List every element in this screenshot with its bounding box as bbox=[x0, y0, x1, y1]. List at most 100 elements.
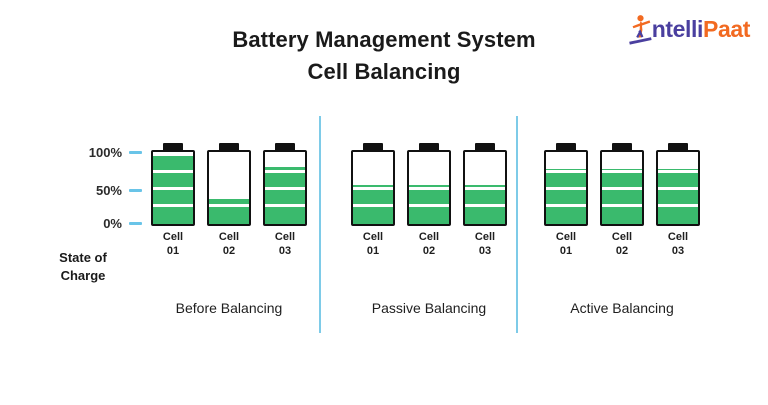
intellipaat-logo[interactable]: ntelliPaat bbox=[627, 12, 750, 46]
battery-cell[interactable]: Cell 02 bbox=[201, 143, 257, 259]
axis-label-50: 50% bbox=[95, 182, 122, 198]
cell-number: 01 bbox=[166, 244, 180, 257]
axis-tick-row-100: 100% bbox=[88, 144, 142, 160]
battery-row: Cell 01 Cell 02 Cell 03 bbox=[345, 143, 513, 259]
battery-segment-separator bbox=[602, 170, 642, 173]
axis-label-100: 100% bbox=[88, 144, 122, 160]
battery-cap-icon bbox=[612, 143, 632, 150]
axis-label-0: 0% bbox=[103, 215, 122, 231]
logo-text: ntelliPaat bbox=[651, 15, 751, 42]
page-title: Battery Management System Cell Balancing bbox=[0, 24, 768, 88]
battery-row: Cell 01 Cell 02 Cell 03 bbox=[145, 143, 313, 259]
cell-label: Cell bbox=[418, 231, 440, 243]
battery-segment-separator bbox=[546, 187, 586, 190]
battery-segment-separator bbox=[658, 170, 698, 173]
section-divider-1 bbox=[319, 116, 321, 333]
cell-label: Cell bbox=[218, 231, 240, 243]
battery-cell[interactable]: Cell 03 bbox=[457, 143, 513, 259]
section-divider-2 bbox=[516, 116, 518, 333]
battery-segment-separator bbox=[153, 187, 193, 190]
battery-cap-icon bbox=[419, 143, 439, 150]
battery-body-icon bbox=[544, 150, 588, 226]
battery-segment-separator bbox=[602, 187, 642, 190]
battery-fill bbox=[546, 169, 586, 224]
battery-segment-separator bbox=[658, 187, 698, 190]
battery-segment-separator bbox=[265, 170, 305, 173]
cell-number: 02 bbox=[422, 244, 436, 257]
cell-label: Cell bbox=[162, 231, 184, 243]
battery-segment-separator bbox=[153, 170, 193, 173]
battery-body-icon bbox=[151, 150, 195, 226]
state-of-charge-label: State of Charge bbox=[40, 249, 126, 284]
battery-segment-separator bbox=[353, 187, 393, 190]
battery-cell[interactable]: Cell 03 bbox=[257, 143, 313, 259]
cell-label: Cell bbox=[362, 231, 384, 243]
battery-segment-separator bbox=[546, 204, 586, 207]
battery-cap-icon bbox=[668, 143, 688, 150]
battery-segment-separator bbox=[153, 153, 193, 156]
cell-number: 03 bbox=[671, 244, 685, 257]
battery-fill bbox=[209, 199, 249, 224]
battery-fill bbox=[353, 185, 393, 224]
battery-cell[interactable]: Cell 01 bbox=[538, 143, 594, 259]
cell-number: 02 bbox=[615, 244, 629, 257]
battery-fill bbox=[265, 167, 305, 224]
cell-number: 01 bbox=[559, 244, 573, 257]
group-active-balancing: Cell 01 Cell 02 Cell 03 bbox=[538, 143, 706, 259]
battery-cap-icon bbox=[475, 143, 495, 150]
battery-fill bbox=[602, 169, 642, 224]
soc-line-2: Charge bbox=[60, 267, 106, 283]
cell-label: Cell bbox=[555, 231, 577, 243]
logo-text-primary: ntelli bbox=[651, 15, 704, 42]
battery-fill bbox=[153, 153, 193, 224]
battery-cell[interactable]: Cell 01 bbox=[345, 143, 401, 259]
battery-body-icon bbox=[207, 150, 251, 226]
battery-segment-separator bbox=[409, 187, 449, 190]
axis-tick-mark-50 bbox=[129, 188, 142, 192]
axis-tick-row-50: 50% bbox=[95, 182, 142, 198]
caption-passive-balancing: Passive Balancing bbox=[371, 300, 487, 316]
battery-cell[interactable]: Cell 03 bbox=[650, 143, 706, 259]
cell-number: 02 bbox=[222, 244, 236, 257]
soc-line-1: State of bbox=[59, 250, 107, 265]
intellipaat-person-icon bbox=[627, 13, 653, 45]
battery-cell[interactable]: Cell 02 bbox=[594, 143, 650, 259]
battery-body-icon bbox=[656, 150, 700, 226]
cell-number: 03 bbox=[478, 244, 492, 257]
battery-cap-icon bbox=[363, 143, 383, 150]
axis-tick-mark-0 bbox=[129, 221, 142, 225]
battery-cap-icon bbox=[556, 143, 576, 150]
logo-text-secondary: Paat bbox=[703, 15, 750, 42]
group-passive-balancing: Cell 01 Cell 02 Cell 03 bbox=[345, 143, 513, 259]
cell-label: Cell bbox=[274, 231, 296, 243]
battery-segment-separator bbox=[465, 187, 505, 190]
battery-cell[interactable]: Cell 01 bbox=[145, 143, 201, 259]
caption-active-balancing: Active Balancing bbox=[570, 300, 674, 316]
battery-segment-separator bbox=[602, 204, 642, 207]
cell-number: 03 bbox=[278, 244, 292, 257]
battery-fill bbox=[465, 185, 505, 224]
battery-cell[interactable]: Cell 02 bbox=[401, 143, 457, 259]
battery-cap-icon bbox=[219, 143, 239, 150]
axis-tick-mark-100 bbox=[129, 150, 142, 154]
battery-segment-separator bbox=[265, 204, 305, 207]
group-before-balancing: Cell 01 Cell 02 Cell 03 bbox=[145, 143, 313, 259]
battery-body-icon bbox=[263, 150, 307, 226]
battery-segment-separator bbox=[546, 170, 586, 173]
battery-fill bbox=[658, 169, 698, 224]
battery-segment-separator bbox=[465, 204, 505, 207]
battery-segment-separator bbox=[265, 187, 305, 190]
battery-body-icon bbox=[600, 150, 644, 226]
battery-row: Cell 01 Cell 02 Cell 03 bbox=[538, 143, 706, 259]
battery-cap-icon bbox=[275, 143, 295, 150]
battery-segment-separator bbox=[353, 204, 393, 207]
cell-label: Cell bbox=[611, 231, 633, 243]
battery-segment-separator bbox=[409, 204, 449, 207]
axis-tick-row-0: 0% bbox=[103, 215, 142, 231]
battery-body-icon bbox=[407, 150, 451, 226]
title-line-2: Cell Balancing bbox=[307, 58, 461, 84]
cell-label: Cell bbox=[474, 231, 496, 243]
battery-body-icon bbox=[351, 150, 395, 226]
battery-body-icon bbox=[463, 150, 507, 226]
